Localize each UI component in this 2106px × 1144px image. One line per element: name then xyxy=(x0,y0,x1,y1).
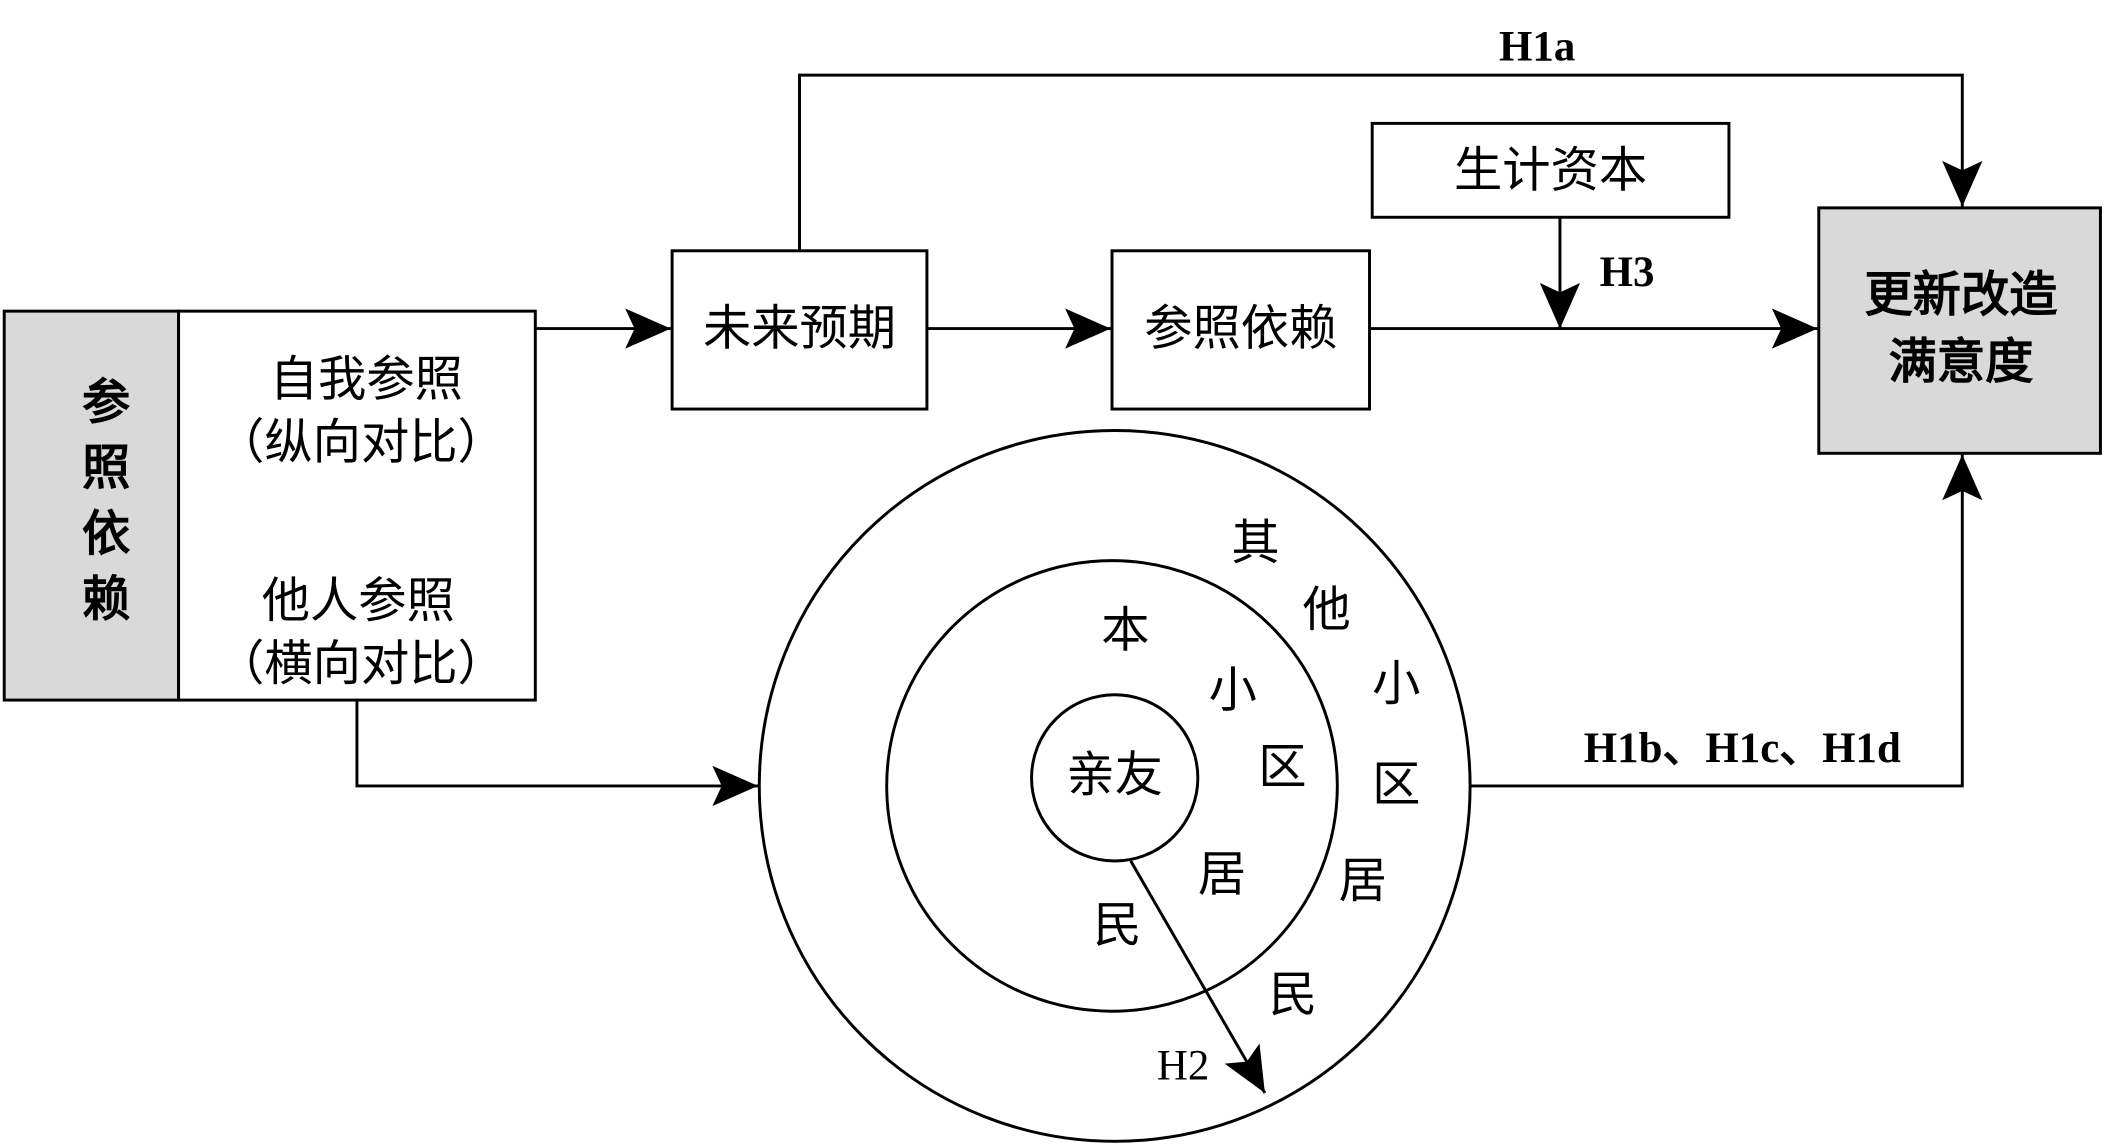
future-expectation-label: 未来预期 xyxy=(703,301,896,357)
arrow-to-circles xyxy=(355,700,758,807)
outer-ring-char: 小 xyxy=(1372,656,1420,712)
reference-types-cell xyxy=(177,309,537,702)
reference-dependence-mid-box xyxy=(1110,249,1371,411)
middle-ring-char: 民 xyxy=(1093,897,1141,953)
middle-ring-char: 居 xyxy=(1198,846,1246,902)
other-reference-label: 他人参照 xyxy=(262,573,455,629)
middle-ring-char: 小 xyxy=(1209,663,1257,719)
title-char: 参 xyxy=(82,374,130,430)
inner-circle xyxy=(1030,693,1200,863)
inner-circle-label: 亲友 xyxy=(1066,747,1163,803)
outer-ring-char: 民 xyxy=(1269,967,1317,1023)
reference-dependence-box: 参 照 依 赖 自我参照 （纵向对比） 他人参照 （横向对比） xyxy=(2,309,537,702)
outer-ring-char: 他 xyxy=(1302,582,1350,638)
self-reference-label: 自我参照 xyxy=(270,352,463,408)
h1bcd-arrow xyxy=(1470,454,1983,788)
h1a-arrow xyxy=(798,73,1983,251)
reference-dependence-title-cell xyxy=(2,309,181,702)
title-char: 照 xyxy=(82,440,130,496)
other-reference-note: （横向对比） xyxy=(216,636,506,692)
title-char: 依 xyxy=(82,506,131,562)
renewal-satisfaction-line2: 满意度 xyxy=(1889,334,2035,390)
reference-dependence-mid-label: 参照依赖 xyxy=(1144,301,1337,357)
title-char: 赖 xyxy=(82,571,130,627)
middle-circle xyxy=(885,559,1339,1013)
outer-ring-char: 区 xyxy=(1372,757,1420,813)
outer-ring-char: 其 xyxy=(1231,515,1279,571)
self-reference-note: （纵向对比） xyxy=(216,415,506,471)
livelihood-capital-label: 生计资本 xyxy=(1454,142,1647,198)
h3-label: H3 xyxy=(1600,249,1655,296)
middle-ring-char: 本 xyxy=(1101,602,1149,658)
h2-label: H2 xyxy=(1157,1043,1209,1090)
middle-ring-char: 区 xyxy=(1258,739,1306,795)
renewal-satisfaction-box xyxy=(1817,206,2102,455)
outer-ring-char: 居 xyxy=(1339,853,1387,909)
h1bcd-label: H1b、H1c、H1d xyxy=(1584,725,1901,772)
h2-arrow xyxy=(1129,860,1267,1094)
h1a-label: H1a xyxy=(1499,23,1575,70)
renewal-satisfaction-line1: 更新改造 xyxy=(1864,267,2058,323)
livelihood-capital-box xyxy=(1370,121,1731,219)
